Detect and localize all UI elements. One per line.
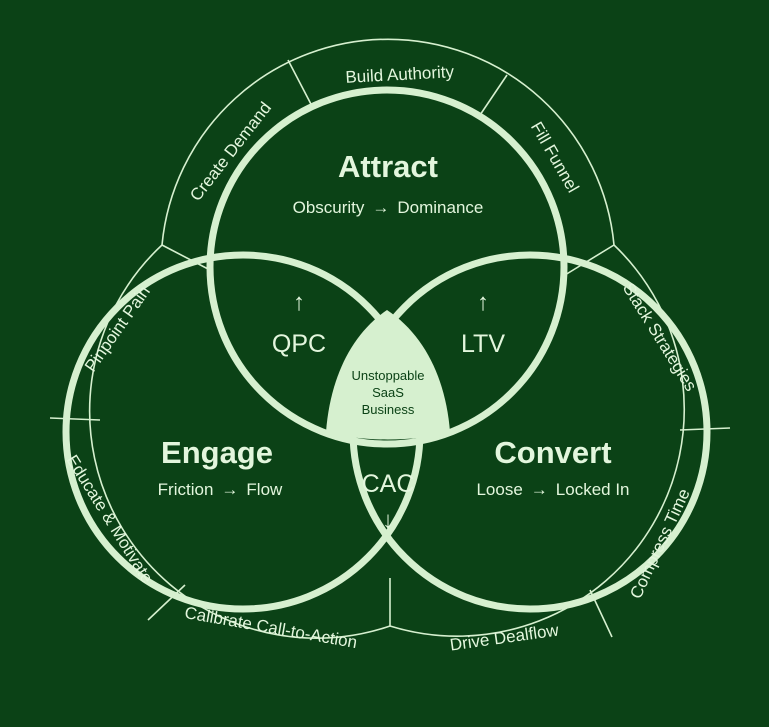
cac-label: CAC [362,470,415,498]
convert-from: Loose [476,480,522,499]
outer-band-attract [161,38,615,246]
ring-label-fill-funnel: Fill Funnel [527,119,583,196]
convert-circle [349,251,711,613]
cac-down-arrow-icon: ↓ [382,507,394,534]
convert-title: Convert [494,435,611,470]
attract-to: Dominance [397,198,483,217]
band-dividers [49,59,731,638]
center-line-3: Business [362,402,415,417]
ring-label-educate-motivate: Educate & Motivate [63,452,157,587]
attract-circle [206,86,568,448]
qpc-up-arrow-icon: ↑ [293,289,305,316]
convert-subtitle: Loose → Locked In [476,480,629,499]
arrow-icon: → [372,198,389,217]
attract-title: Attract [338,149,438,184]
engage-to: Flow [246,480,283,499]
attract-from: Obscurity [293,198,365,217]
arrow-icon: → [531,480,548,499]
convert-to: Locked In [556,480,630,499]
ring-label-stack-strategies: Stack Strategies [619,280,701,395]
attract-subtitle: Obscurity → Dominance [293,198,484,217]
center-line-2: SaaS [372,385,404,400]
ring-label-drive-dealflow: Drive Dealflow [449,620,561,654]
engage-subtitle: Friction → Flow [158,480,283,499]
qpc-label: QPC [272,330,326,358]
engage-from: Friction [158,480,214,499]
ltv-label: LTV [461,330,505,358]
arrow-icon: → [221,480,238,499]
ring-label-pinpoint-pain: Pinpoint Pain [81,282,154,375]
ring-label-calibrate-cta: Calibrate Call-to-Action [183,603,358,652]
engage-title: Engage [161,435,273,470]
center-line-1: Unstoppable [352,368,425,383]
engage-circle [62,251,424,613]
ltv-up-arrow-icon: ↑ [477,289,489,316]
ring-label-compress-time: Compress Time [626,486,694,602]
ring-label-build-authority: Build Authority [345,62,455,87]
